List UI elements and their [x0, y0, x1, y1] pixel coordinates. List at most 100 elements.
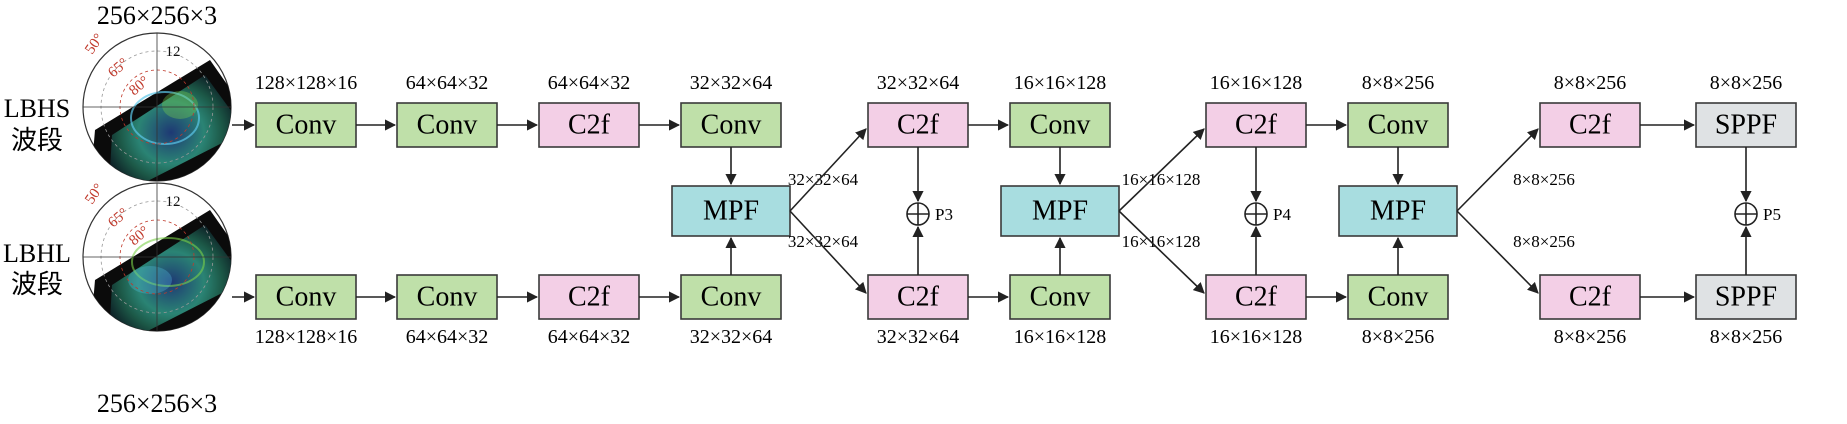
bottom-c2f-label: C2f: [897, 282, 940, 313]
bottom-dim-label: 64×64×32: [548, 326, 631, 348]
top-c2f-label: C2f: [897, 110, 940, 141]
bottom-block-5: C2f 32×32×64: [867, 274, 969, 348]
band-lbhl-sub: 波段: [11, 270, 63, 299]
top-c2f-label: C2f: [1235, 110, 1278, 141]
bottom-conv-box: [680, 274, 782, 320]
mpf-block-2: MPF: [1000, 185, 1120, 237]
bottom-dim-label: 16×16×128: [1014, 326, 1107, 348]
top-dim-label: 32×32×64: [690, 72, 773, 94]
arrows-layer: [232, 119, 1752, 303]
bottom-c2f-box: [1205, 274, 1307, 320]
input-bottom-group: 50° 65° 80° 12 LBHL 波段 256×256×3: [3, 181, 232, 418]
mpf-3-up-dim: 8×8×256: [1513, 170, 1575, 189]
bottom-conv-label: Conv: [701, 282, 762, 313]
bottom-dim-label: 32×32×64: [690, 326, 773, 348]
top-sppf-box: [1695, 102, 1797, 148]
fusion-add-icon-3: [1734, 202, 1758, 226]
mpf-box: [671, 185, 791, 237]
top-conv-box: [396, 102, 498, 148]
bottom-block-1: Conv 128×128×16: [255, 274, 358, 348]
bottom-dim-label: 128×128×16: [255, 326, 358, 348]
mpf-box: [1000, 185, 1120, 237]
mpf-block-1: MPF: [671, 185, 791, 237]
blocks-layer: Conv128×128×16Conv64×64×32C2f64×64×32Con…: [255, 72, 1797, 348]
bottom-conv-label: Conv: [276, 282, 337, 313]
output-label-3: P5: [1763, 205, 1781, 224]
top-c2f-box: [1205, 102, 1307, 148]
top-conv-box: [255, 102, 357, 148]
top-block-3: C2f 64×64×32: [538, 72, 640, 148]
bottom-conv-label: Conv: [417, 282, 478, 313]
input-top-group: 256×256×3 50° 65° 80° 12 LBHS 波段: [4, 1, 232, 182]
band-lbhl-label: LBHL: [3, 239, 71, 268]
top-conv-box: [680, 102, 782, 148]
bottom-conv-box: [255, 274, 357, 320]
mpf-1-up-dim: 32×32×64: [788, 170, 859, 189]
top-conv-label: Conv: [1030, 110, 1091, 141]
top-conv-box: [1347, 102, 1449, 148]
top-dim-label: 8×8×256: [1362, 72, 1435, 94]
band-lbhs-label: LBHS: [4, 94, 70, 123]
top-c2f-label: C2f: [1569, 110, 1612, 141]
bottom-dim-label: 16×16×128: [1210, 326, 1303, 348]
top-conv-label: Conv: [276, 110, 337, 141]
bottom-dim-label: 32×32×64: [877, 326, 960, 348]
mpf-label: MPF: [703, 196, 759, 227]
arrow-mpf-1-up: [789, 128, 867, 212]
bottom-sppf-label: SPPF: [1715, 282, 1777, 313]
arrow-mpf-3-down: [1456, 210, 1539, 294]
band-lbhs-sub: 波段: [11, 126, 63, 155]
bottom-conv-box: [1009, 274, 1111, 320]
bottom-block-3: C2f 64×64×32: [538, 274, 640, 348]
bottom-block-4: Conv 32×32×64: [680, 274, 782, 348]
bottom-conv-box: [1347, 274, 1449, 320]
bottom-block-6: Conv 16×16×128: [1009, 274, 1111, 348]
top-block-1: Conv 128×128×16: [255, 72, 358, 148]
top-conv-label: Conv: [417, 110, 478, 141]
input-top-dimension: 256×256×3: [97, 1, 217, 30]
top-dim-label: 128×128×16: [255, 72, 358, 94]
bottom-c2f-box: [1539, 274, 1641, 320]
top-block-8: Conv 8×8×256: [1347, 72, 1449, 148]
mpf-block-3: MPF: [1338, 185, 1458, 237]
bottom-conv-label: Conv: [1030, 282, 1091, 313]
mpf-3-down-dim: 8×8×256: [1513, 232, 1575, 251]
top-conv-label: Conv: [1368, 110, 1429, 141]
arrow-mpf-1-down: [789, 210, 867, 294]
angle-50-label: 50°: [82, 31, 107, 57]
hour-12-label-2: 12: [166, 194, 181, 210]
fusion-add-icon-2: [1244, 202, 1268, 226]
mpf-1-down-dim: 32×32×64: [788, 232, 859, 251]
arrow-mpf-3-up: [1456, 128, 1539, 212]
top-dim-label: 64×64×32: [548, 72, 631, 94]
mpf-2-up-dim: 16×16×128: [1122, 170, 1201, 189]
bottom-dim-label: 64×64×32: [406, 326, 489, 348]
bottom-dim-label: 8×8×256: [1554, 326, 1627, 348]
top-dim-label: 8×8×256: [1554, 72, 1627, 94]
bottom-block-2: Conv 64×64×32: [396, 274, 498, 348]
hour-12-label: 12: [166, 44, 181, 60]
arrow-mpf-2-down: [1118, 210, 1205, 294]
top-c2f-label: C2f: [568, 110, 611, 141]
bottom-c2f-label: C2f: [568, 282, 611, 313]
mpf-label: MPF: [1370, 196, 1426, 227]
bottom-conv-label: Conv: [1368, 282, 1429, 313]
arrow-mpf-2-up: [1118, 128, 1205, 212]
top-dim-label: 8×8×256: [1710, 72, 1783, 94]
bottom-sppf-box: [1695, 274, 1797, 320]
mpf-box: [1338, 185, 1458, 237]
lbhl-polar-image: 50° 65° 80° 12: [82, 181, 232, 332]
bottom-conv-box: [396, 274, 498, 320]
output-label-2: P4: [1273, 205, 1291, 224]
input-bottom-dimension: 256×256×3: [97, 389, 217, 418]
